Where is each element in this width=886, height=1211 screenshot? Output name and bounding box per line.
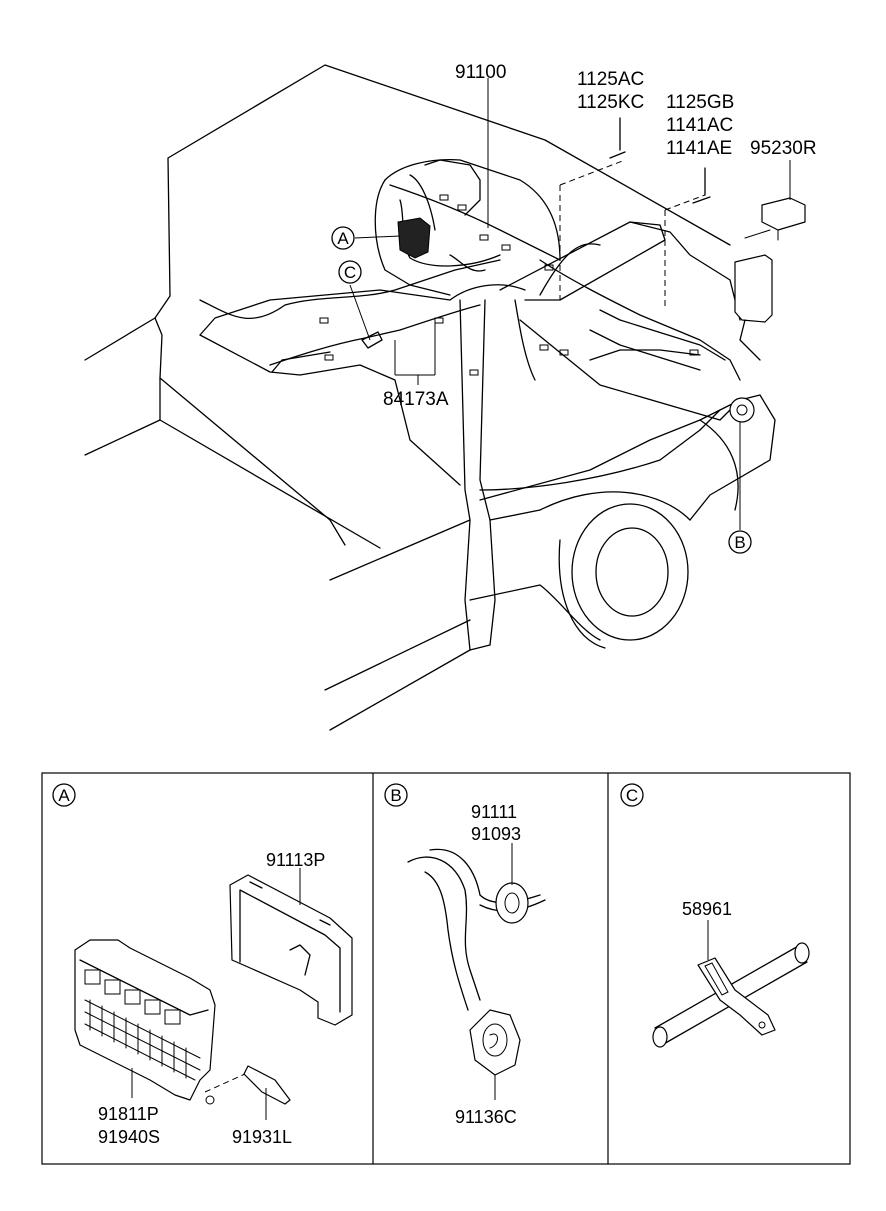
main-leaders: [349, 78, 791, 530]
part-91111: 91111: [471, 802, 517, 822]
part-91136c: 91136C: [455, 1107, 517, 1127]
callout-a: A: [331, 226, 355, 250]
part-91811p: 91811P: [98, 1104, 159, 1124]
panel-a-label: A: [58, 786, 70, 805]
vehicle-illustration: [84, 64, 806, 731]
svg-text:C: C: [344, 263, 356, 282]
part-58961: 58961: [682, 899, 732, 919]
part-91093: 91093: [471, 824, 521, 844]
part-91100: 91100: [455, 62, 506, 83]
part-84173a: 84173A: [383, 389, 449, 410]
part-95230r: 95230R: [750, 138, 817, 159]
part-1141ac: 1141AC: [666, 115, 733, 136]
detail-panel-b: B 91111 91093 91136C: [384, 783, 546, 1127]
part-1125gb: 1125GB: [666, 92, 734, 113]
part-91940s: 91940S: [98, 1127, 160, 1147]
part-1141ae: 1141AE: [666, 138, 732, 159]
panel-b-label: B: [390, 786, 401, 805]
part-91113p: 91113P: [266, 850, 325, 870]
svg-text:B: B: [734, 533, 745, 552]
svg-text:A: A: [337, 229, 349, 248]
part-91931l: 91931L: [232, 1127, 292, 1147]
detail-panels-frame: [41, 772, 851, 1165]
detail-panel-a: A 91113P 91811P 91940S 91931L: [52, 783, 353, 1147]
callout-b: B: [728, 530, 752, 554]
callout-c: C: [338, 260, 362, 284]
part-1125kc: 1125KC: [577, 92, 644, 113]
detail-panel-c: C 58961: [620, 783, 810, 1048]
part-1125ac: 1125AC: [577, 69, 644, 90]
panel-c-label: C: [626, 786, 638, 805]
